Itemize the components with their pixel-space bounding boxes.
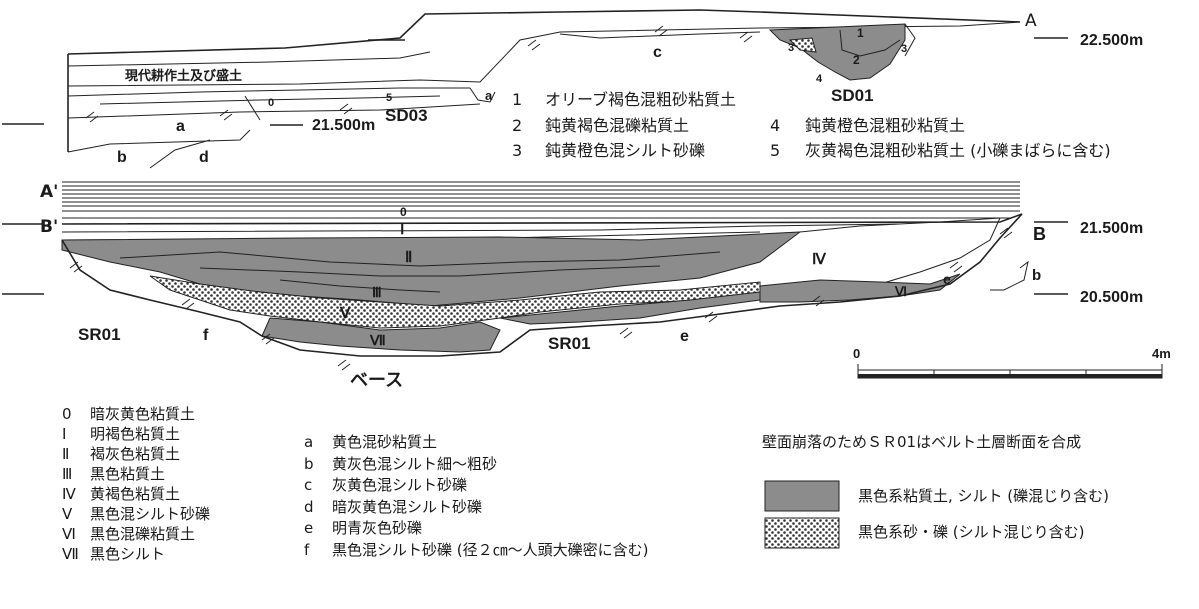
letter-b: b [117, 149, 127, 166]
elev-lower: 20.500m [1080, 289, 1143, 306]
letter-d: d [199, 149, 209, 166]
sd-num-3a: 3 [788, 42, 794, 54]
sd-layer-4-desc: 鈍黄橙色混粗砂粘質土 [805, 116, 965, 135]
sd-layer-1-desc: オリーブ褐色混粗砂粘質土 [545, 90, 736, 109]
sd-layer-legend: 1 オリーブ褐色混粗砂粘質土 2 鈍黄褐色混礫粘質土 3 鈍黄橙色混シルト砂礫 … [512, 90, 1111, 160]
layer-top-label: 現代耕作土及び盛土 [125, 68, 242, 83]
swatch-dark [764, 480, 840, 512]
scale-bar: 0 4m [853, 346, 1171, 379]
feature-sr01-mid: SR01 [548, 334, 591, 353]
sd-num-1: 1 [857, 26, 864, 40]
sd-layer-1-num: 1 [512, 90, 522, 109]
swatch-dots [764, 517, 840, 549]
base-label: ベース [350, 370, 403, 390]
sd-layer-5-num: 5 [770, 141, 780, 160]
sd-num-5: 5 [386, 92, 392, 104]
feature-sd01: SD01 [831, 86, 874, 105]
roman-6: Ⅵ [894, 284, 907, 299]
letter-e-right: e [943, 271, 951, 287]
letter-c: c [653, 44, 662, 61]
sd-layer-2-desc: 鈍黄褐色混礫粘質土 [545, 116, 689, 135]
letter-f: f [203, 327, 209, 344]
roman-3: Ⅲ [372, 284, 382, 300]
label-a-prime: A' [40, 182, 58, 202]
sd-layer-3-num: 3 [512, 141, 522, 160]
feature-sd03: SD03 [385, 106, 428, 125]
letter-a-small: a [485, 88, 493, 103]
sd-layer-4-num: 4 [770, 116, 780, 135]
sd-num-2: 2 [853, 53, 860, 67]
label-a: A [1025, 11, 1037, 31]
scale-end: 4m [1152, 346, 1171, 361]
roman-1: Ⅰ [400, 221, 404, 238]
elev-mid: 21.500m [312, 117, 375, 134]
letter-b-right: b [1032, 267, 1041, 284]
hatch-legend-dots-label: 黒色系砂・礫 (シルト混じり含む) [858, 523, 1085, 541]
label-b-prime: B' [40, 217, 58, 237]
sd-num-3b: 3 [901, 43, 907, 55]
section-bb: B' B 21.500m 20.500m 0 Ⅰ Ⅱ Ⅲ Ⅳ Ⅴ Ⅵ Ⅶ SR0… [2, 181, 1143, 390]
sd-layer-3-desc: 鈍黄橙色混シルト砂礫 [545, 141, 705, 160]
sd-num-0: 0 [268, 97, 274, 109]
sd-layer-2-num: 2 [512, 116, 522, 135]
letter-a: a [176, 118, 185, 135]
roman-4: Ⅳ [812, 251, 827, 268]
roman-2: Ⅱ [405, 249, 412, 266]
letter-e-mid: e [680, 328, 689, 345]
sd-num-4: 4 [816, 73, 823, 85]
elev-upper: 21.500m [1080, 220, 1143, 237]
hatch-legend-swatches [764, 480, 840, 549]
elev-top: 22.500m [1080, 32, 1143, 49]
sd-layer-5-desc: 灰黄褐色混粗砂粘質土 (小礫まばらに含む) [805, 141, 1111, 160]
section-ab: A 22.500m 21.500m 現代耕作土及び盛土 SD03 SD01 a … [2, 9, 1143, 202]
hatch-legend-dark-label: 黒色系粘質土, シルト (礫混じり含む) [858, 487, 1110, 505]
roman-0: 0 [400, 205, 407, 219]
roman-7: Ⅶ [369, 332, 386, 348]
roman-5: Ⅴ [339, 305, 351, 322]
section-note: 壁面崩落のためＳＲ01はベルト土層断面を合成 [762, 433, 1082, 451]
label-b: B [1033, 224, 1046, 244]
scale-zero: 0 [853, 346, 860, 361]
feature-sr01-left: SR01 [78, 325, 121, 344]
